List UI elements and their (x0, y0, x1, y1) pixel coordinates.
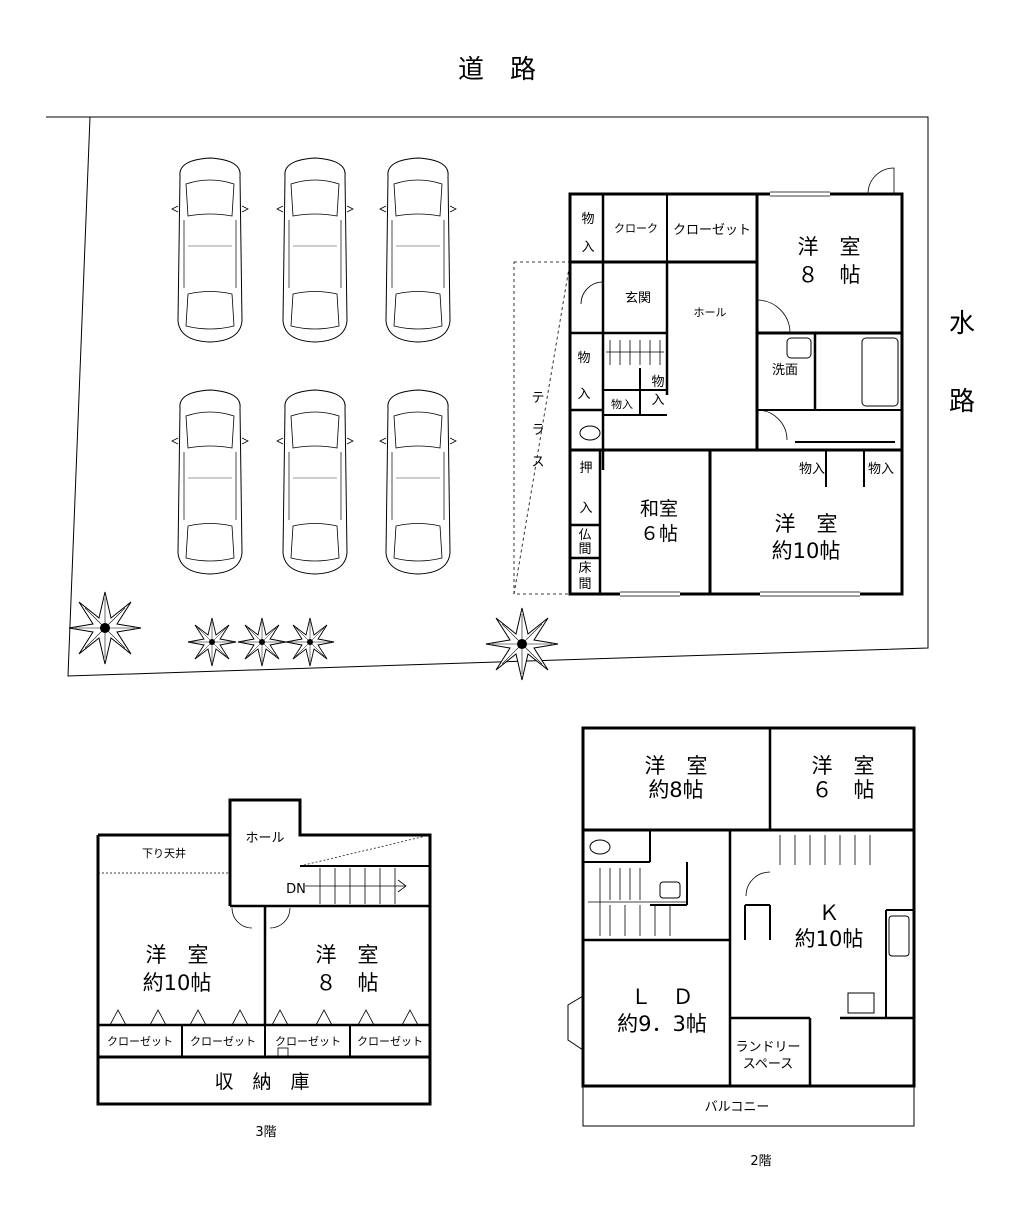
f3-western-8-1: 洋 室 (316, 943, 379, 967)
f1-western-10-2: 約10帖 (772, 539, 841, 563)
f1-tokonoma-2: 間 (578, 577, 591, 592)
f1-storage-c: 物入 (611, 397, 633, 411)
f1-western-8-1: 洋 室 (798, 235, 861, 259)
f1-oshiire-2: 入 (579, 501, 592, 516)
terrace-2: ラ (531, 423, 544, 438)
f3-western-10-1: 洋 室 (146, 943, 209, 967)
f2-western-8-1: 洋 室 (645, 754, 708, 778)
road-label: 道 路 (458, 55, 536, 85)
f2-laundry-2: スペース (743, 1057, 793, 1072)
f1-hall: ホール (694, 306, 727, 319)
f3-western-10-2: 約10帖 (143, 971, 212, 995)
f2-floor-label: 2階 (750, 1154, 771, 1169)
f1-oshiire-1: 押 (579, 461, 592, 476)
f2-kitchen-2: 約10帖 (795, 927, 864, 951)
f1-japanese-2: ６帖 (640, 523, 678, 545)
f3-closet-3: クローゼット (275, 1035, 341, 1048)
f3-western-8-2: ８ 帖 (316, 971, 379, 995)
f3-storage: 収 納 庫 (214, 1071, 309, 1093)
f3-hall: ホール (245, 831, 284, 846)
waterway-label-1: 水 (949, 309, 975, 339)
f1-storage-b-2: 入 (577, 387, 590, 402)
f2-kitchen-1: Ｋ (819, 901, 840, 925)
plants (68, 591, 559, 681)
parking-cars (171, 157, 457, 575)
f1-storage-b-1: 物 (577, 351, 590, 366)
terrace-3: ス (531, 455, 544, 470)
f1-tokonoma-1: 床 (578, 561, 591, 576)
f1-closet: クローゼット (673, 223, 751, 238)
f3-closet-2: クローゼット (190, 1035, 256, 1048)
f1-storage-d-1: 物 (651, 375, 664, 390)
f2-ld-1: Ｌ Ｄ (631, 985, 694, 1009)
waterway-label-2: 路 (949, 387, 975, 417)
floor1-plan (513, 167, 904, 597)
floor2-plan (567, 726, 916, 1127)
f2-balcony: バルコニー (705, 1100, 770, 1115)
f2-ld-2: 約9．3帖 (617, 1012, 707, 1036)
f1-butsuma-2: 間 (578, 542, 591, 557)
f2-laundry-1: ランドリー (735, 1040, 800, 1055)
f1-washroom: 洗面 (772, 363, 798, 378)
f3-floor-label: 3階 (255, 1125, 276, 1140)
f2-western-6-2: ６ 帖 (812, 778, 875, 802)
f2-western-6-1: 洋 室 (812, 754, 875, 778)
f1-western-8-2: ８ 帖 (798, 263, 861, 287)
f3-closet-4: クローゼット (357, 1035, 423, 1048)
f3-lowered-ceiling: 下り天井 (142, 846, 186, 860)
f1-storage-a-2: 入 (581, 240, 594, 255)
f2-western-8-2: 約8帖 (648, 778, 703, 802)
f1-storage-f: 物入 (868, 462, 894, 477)
f1-japanese-1: 和室 (640, 498, 678, 520)
f3-dn: DN (286, 882, 306, 897)
f3-closet-1: クローゼット (107, 1035, 173, 1048)
floor3-plan (96, 798, 432, 1106)
terrace-1: テ (531, 391, 544, 406)
f1-storage-d-2: 入 (651, 393, 664, 408)
f1-storage-a-1: 物 (581, 212, 594, 227)
f1-cloak: クローク (614, 222, 658, 235)
f1-western-10-1: 洋 室 (775, 512, 838, 536)
f1-storage-e: 物入 (799, 462, 825, 477)
f1-butsuma-1: 仏 (578, 528, 591, 543)
f1-entrance: 玄関 (625, 291, 651, 306)
